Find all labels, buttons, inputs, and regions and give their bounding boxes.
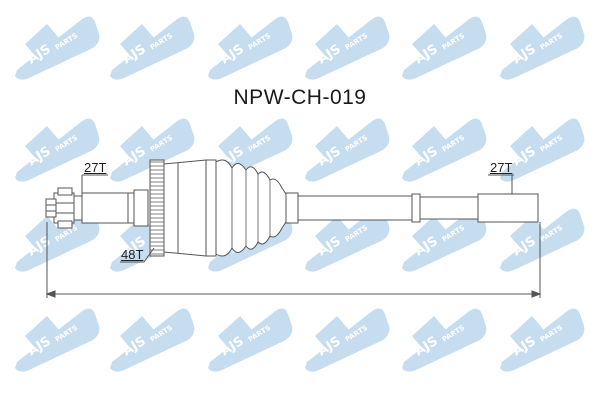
ajs-parts-logo-icon xyxy=(402,118,487,182)
right-spline-section xyxy=(477,193,539,223)
ajs-parts-logo-icon xyxy=(500,308,585,372)
boot-band xyxy=(205,159,217,257)
shaft-drawing xyxy=(45,159,539,257)
ajs-parts-logo-icon xyxy=(15,308,100,372)
ajs-parts-logo-icon xyxy=(305,308,390,372)
ajs-parts-logo-icon xyxy=(500,16,585,80)
ajs-parts-logo-icon xyxy=(110,16,195,80)
ajs-parts-logo-icon xyxy=(500,118,585,182)
abs-ring xyxy=(149,159,165,257)
right-spline-label: 27T xyxy=(490,160,513,175)
part-number-title: NPW-CH-019 xyxy=(233,86,367,109)
ajs-parts-logo-icon xyxy=(208,308,293,372)
ajs-parts-logo-icon xyxy=(15,16,100,80)
ajs-parts-logo-icon xyxy=(402,16,487,80)
abs-ring-label: 48T xyxy=(121,247,144,262)
ajs-parts-logo-icon xyxy=(305,16,390,80)
ajs-parts-logo-icon xyxy=(402,308,487,372)
ajs-parts-logo-icon xyxy=(208,16,293,80)
left-spline-label: 27T xyxy=(84,160,107,175)
ajs-parts-logo-icon xyxy=(110,308,195,372)
ajs-parts-logo-icon xyxy=(305,118,390,182)
main-shaft xyxy=(297,195,413,221)
hex-nut xyxy=(45,187,75,229)
dimension-lines xyxy=(45,174,542,298)
left-spline-section xyxy=(81,192,135,224)
